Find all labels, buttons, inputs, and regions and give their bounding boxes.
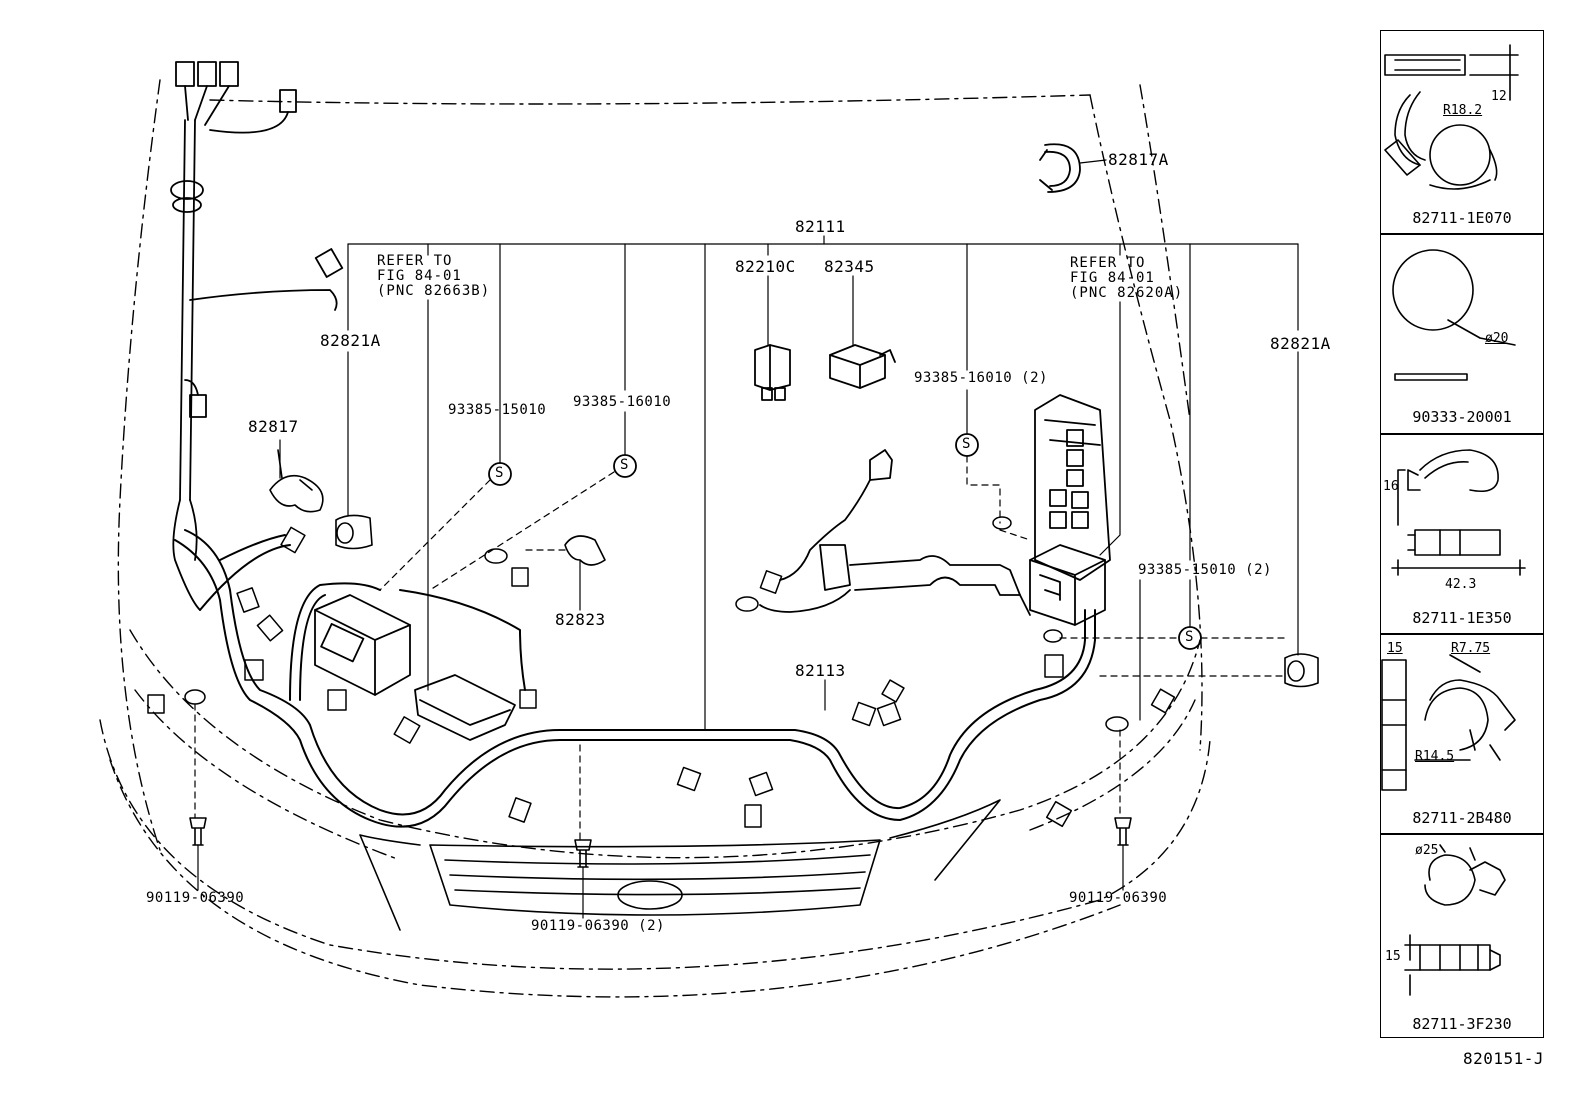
refer-note-line: FIG 84-01	[377, 268, 462, 284]
label-main-harness: 82111	[795, 217, 846, 236]
sensor-82821A-right	[1284, 653, 1319, 688]
clip-symbol: S	[495, 465, 504, 481]
label-82345: 82345	[824, 257, 875, 276]
dim-label: 12	[1491, 89, 1507, 104]
label-82113: 82113	[795, 661, 846, 680]
diagram-id: 820151-J	[1463, 1049, 1545, 1068]
refer-note-line: REFER TO	[1070, 255, 1146, 271]
vehicle-outline	[99, 79, 1211, 998]
detail-panel-82711-1E070: 12 R18.2 82711-1E070	[1380, 30, 1544, 234]
panel-part-number: 82711-3F230	[1412, 1015, 1512, 1033]
dim-label: R7.75	[1451, 641, 1491, 656]
refer-note-line: (PNC 82663B)	[377, 283, 491, 299]
leader-lines	[197, 159, 1299, 919]
sensor-82821A-left	[335, 514, 373, 550]
detail-panel-82711-3F230: ø25 15 82711-3F230	[1380, 834, 1544, 1038]
label-82821A-left: 82821A	[320, 331, 381, 350]
dim-label: 15	[1385, 949, 1401, 964]
clip-symbol: S	[620, 457, 629, 473]
dim-label: 16	[1383, 479, 1399, 494]
detail-panel-90333-20001: ø20 90333-20001	[1380, 234, 1544, 434]
main-harness-tube	[174, 529, 1096, 828]
dim-label: ø20	[1485, 331, 1509, 346]
panel-part-number: 82711-2B480	[1412, 809, 1512, 827]
battery-box	[314, 594, 516, 741]
clip-82817	[269, 449, 324, 513]
refer-note-line: (PNC 82620A)	[1070, 285, 1184, 301]
label-90119-06390-left: 90119-06390	[146, 890, 245, 906]
panel-part-number: 82711-1E350	[1412, 609, 1512, 627]
label-82210C: 82210C	[735, 257, 796, 276]
detail-panel-82711-2B480: 15 R7.75 R14.5 82711-2B480	[1380, 634, 1544, 834]
harness-connectors	[147, 516, 1176, 828]
label-93385-16010-right: 93385-16010 (2)	[914, 370, 1048, 386]
label-82817A: 82817A	[1108, 150, 1169, 169]
detail-panel-drawings	[1381, 44, 1526, 996]
detail-panel-82711-1E350: 16 42.3 82711-1E350	[1380, 434, 1544, 634]
clip-symbol: S	[962, 436, 971, 452]
refer-note-left: REFER TO FIG 84-01 (PNC 82663B)	[377, 254, 490, 299]
dim-label: 15	[1387, 641, 1403, 656]
dashed-leaders	[194, 455, 1289, 841]
grille	[359, 799, 1001, 931]
panel-part-number: 82711-1E070	[1412, 209, 1512, 227]
panel-part-number: 90333-20001	[1412, 408, 1512, 426]
label-93385-15010-right: 93385-15010 (2)	[1138, 562, 1272, 578]
left-harness-trunk	[170, 61, 344, 611]
label-90119-06390-right: 90119-06390	[1069, 890, 1168, 906]
label-82817: 82817	[248, 417, 299, 436]
label-82821A-right: 82821A	[1270, 334, 1331, 353]
label-93385-16010-left: 93385-16010	[573, 394, 672, 410]
dim-label: ø25	[1415, 843, 1439, 858]
bolts	[189, 817, 1132, 868]
dim-label: R18.2	[1443, 103, 1483, 118]
module-82345	[829, 344, 896, 389]
dim-label: 42.3	[1445, 577, 1477, 592]
clip-82817A	[1039, 143, 1081, 193]
right-harness	[759, 394, 1111, 626]
label-82823: 82823	[555, 610, 606, 629]
refer-note-right: REFER TO FIG 84-01 (PNC 82620A)	[1070, 256, 1183, 301]
label-90119-06390-center: 90119-06390 (2)	[531, 918, 665, 934]
clip-82823	[564, 535, 606, 566]
clip-symbol: S	[1185, 629, 1194, 645]
dim-label: R14.5	[1415, 749, 1455, 764]
relay-82210C	[754, 344, 791, 401]
refer-note-line: FIG 84-01	[1070, 270, 1155, 286]
refer-note-line: REFER TO	[377, 253, 453, 269]
label-93385-15010-left: 93385-15010	[448, 402, 547, 418]
